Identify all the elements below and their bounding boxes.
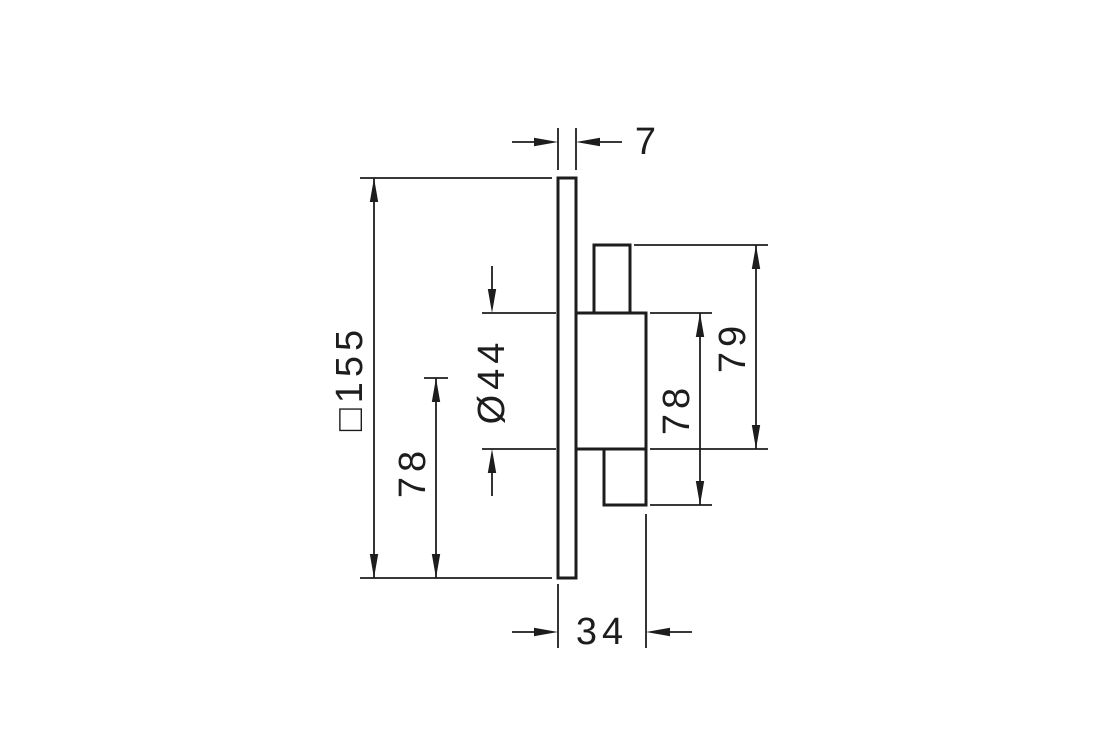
arrowhead-down [487,289,497,313]
dimension-plate-thickness: 7 [512,121,661,170]
dim-label-155: □155 [329,325,371,431]
dim-label-78-left: 78 [392,446,434,498]
dimension-upper-span: 79 [634,244,768,450]
dim-label-44: Ø44 [471,338,513,425]
upper-body [592,243,632,315]
wall-plate [556,176,578,580]
valve-assembly [556,176,648,580]
arrowhead-up [369,178,379,202]
arrowhead-down [751,425,761,449]
dim-label-7: 7 [635,121,661,163]
arrowhead-left [646,627,670,637]
dimension-body-span: 78 [650,312,712,506]
lower-body [602,447,648,507]
arrowhead-up [751,245,761,269]
dimension-plate-square: □155 [329,177,552,579]
arrowhead-up [431,378,441,402]
main-body [574,311,648,451]
arrowhead-right [534,137,558,147]
arrowhead-down [431,554,441,578]
arrowhead-up [487,449,497,473]
arrowhead-up [695,313,705,337]
arrowhead-left [576,137,600,147]
dimension-diameter: Ø44 [471,266,556,496]
arrowhead-down [695,481,705,505]
arrowhead-right [534,627,558,637]
dim-label-34: 34 [576,611,628,653]
dim-label-79: 79 [712,321,754,373]
dim-label-78-right: 78 [656,383,698,435]
dimension-center-to-bottom: 78 [392,377,448,578]
dimension-depth: 34 [512,514,692,653]
arrowhead-down [369,554,379,578]
